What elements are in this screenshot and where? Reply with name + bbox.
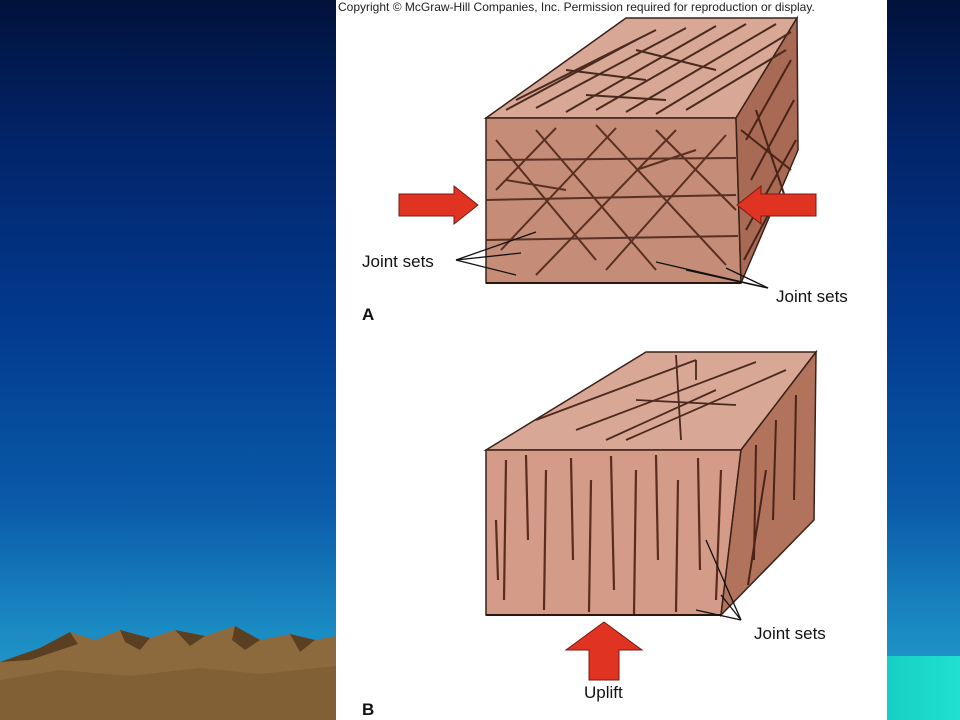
- rock-block-b: [483, 349, 818, 618]
- joint-sets-label-left-a: Joint sets: [362, 252, 434, 271]
- joint-sets-label-b: Joint sets: [754, 624, 826, 643]
- block-b-side-joints: [747, 394, 797, 586]
- rock-block-a: [483, 15, 799, 284]
- block-b-top-joints: [535, 354, 787, 441]
- joint-leaders-a: [455, 231, 769, 289]
- compression-arrow-right: [736, 184, 817, 226]
- figure-panel: Copyright © McGraw-Hill Companies, Inc. …: [336, 0, 887, 720]
- block-a-front-joints: [485, 124, 739, 276]
- copyright-notice: Copyright © McGraw-Hill Companies, Inc. …: [338, 0, 815, 14]
- joint-leaders-b: [695, 539, 742, 621]
- uplift-arrow: [564, 621, 644, 681]
- panel-letter-b: B: [362, 700, 375, 719]
- block-a-top-joints: [505, 23, 792, 115]
- uplift-label: Uplift: [584, 683, 623, 702]
- mountain-silhouette: [0, 626, 336, 720]
- block-b-side-face: [719, 349, 817, 618]
- block-b-front-joints: [494, 454, 723, 615]
- teal-accent-block: [887, 656, 960, 720]
- joint-diagram: [398, 15, 818, 681]
- joint-sets-label-right-a: Joint sets: [776, 287, 848, 306]
- panel-letter-a: A: [362, 305, 375, 324]
- compression-arrow-left: [398, 184, 479, 226]
